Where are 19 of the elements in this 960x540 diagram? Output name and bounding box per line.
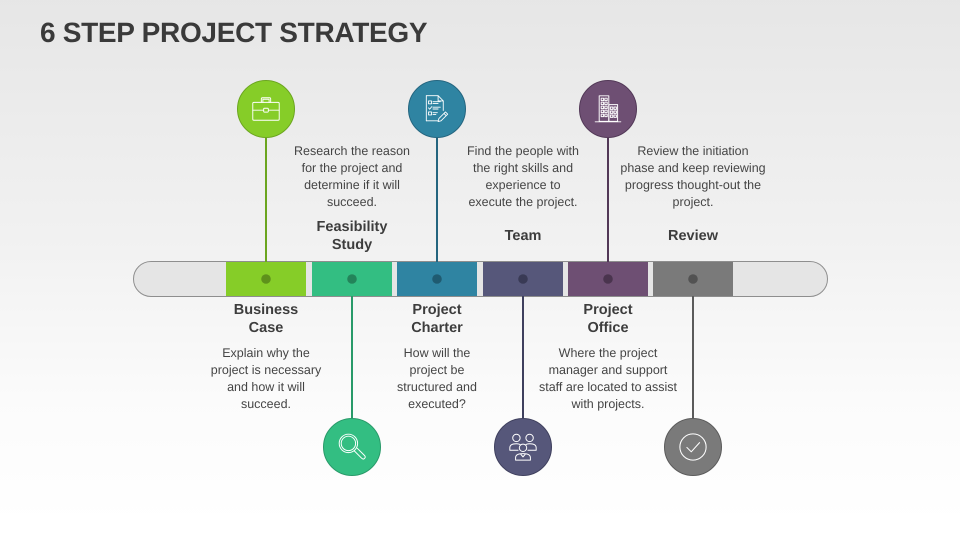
step-description: Review the initiation phase and keep reviewing progress thought-out the project. — [620, 142, 766, 210]
step-heading: Project Charter — [410, 301, 464, 337]
step-heading: Review — [667, 226, 719, 244]
step-description: Find the people with the right skills and experience to execute the project. — [466, 142, 580, 210]
connector-line — [436, 138, 438, 262]
step-description: Research the reason for the project and determine if it will succeed. — [292, 142, 412, 210]
step-heading: Business Case — [232, 301, 300, 337]
step-heading: Team — [504, 226, 542, 244]
connector-line — [522, 296, 524, 418]
title: 6 STEP PROJECT STRATEGY — [40, 16, 428, 50]
step-heading: Project Office — [582, 301, 634, 337]
connector-line — [607, 138, 609, 262]
connector-line — [351, 296, 353, 418]
step-description: Explain why the project is necessary and how it will succeed. — [210, 345, 322, 413]
step-description: How will the project be structured and executed? — [396, 345, 478, 413]
connector-line — [265, 138, 267, 262]
step-heading: Feasibility Study — [316, 218, 388, 254]
step-description: Where the project manager and support staff are located to assist with projects. — [538, 345, 678, 413]
connector-line — [692, 296, 694, 418]
